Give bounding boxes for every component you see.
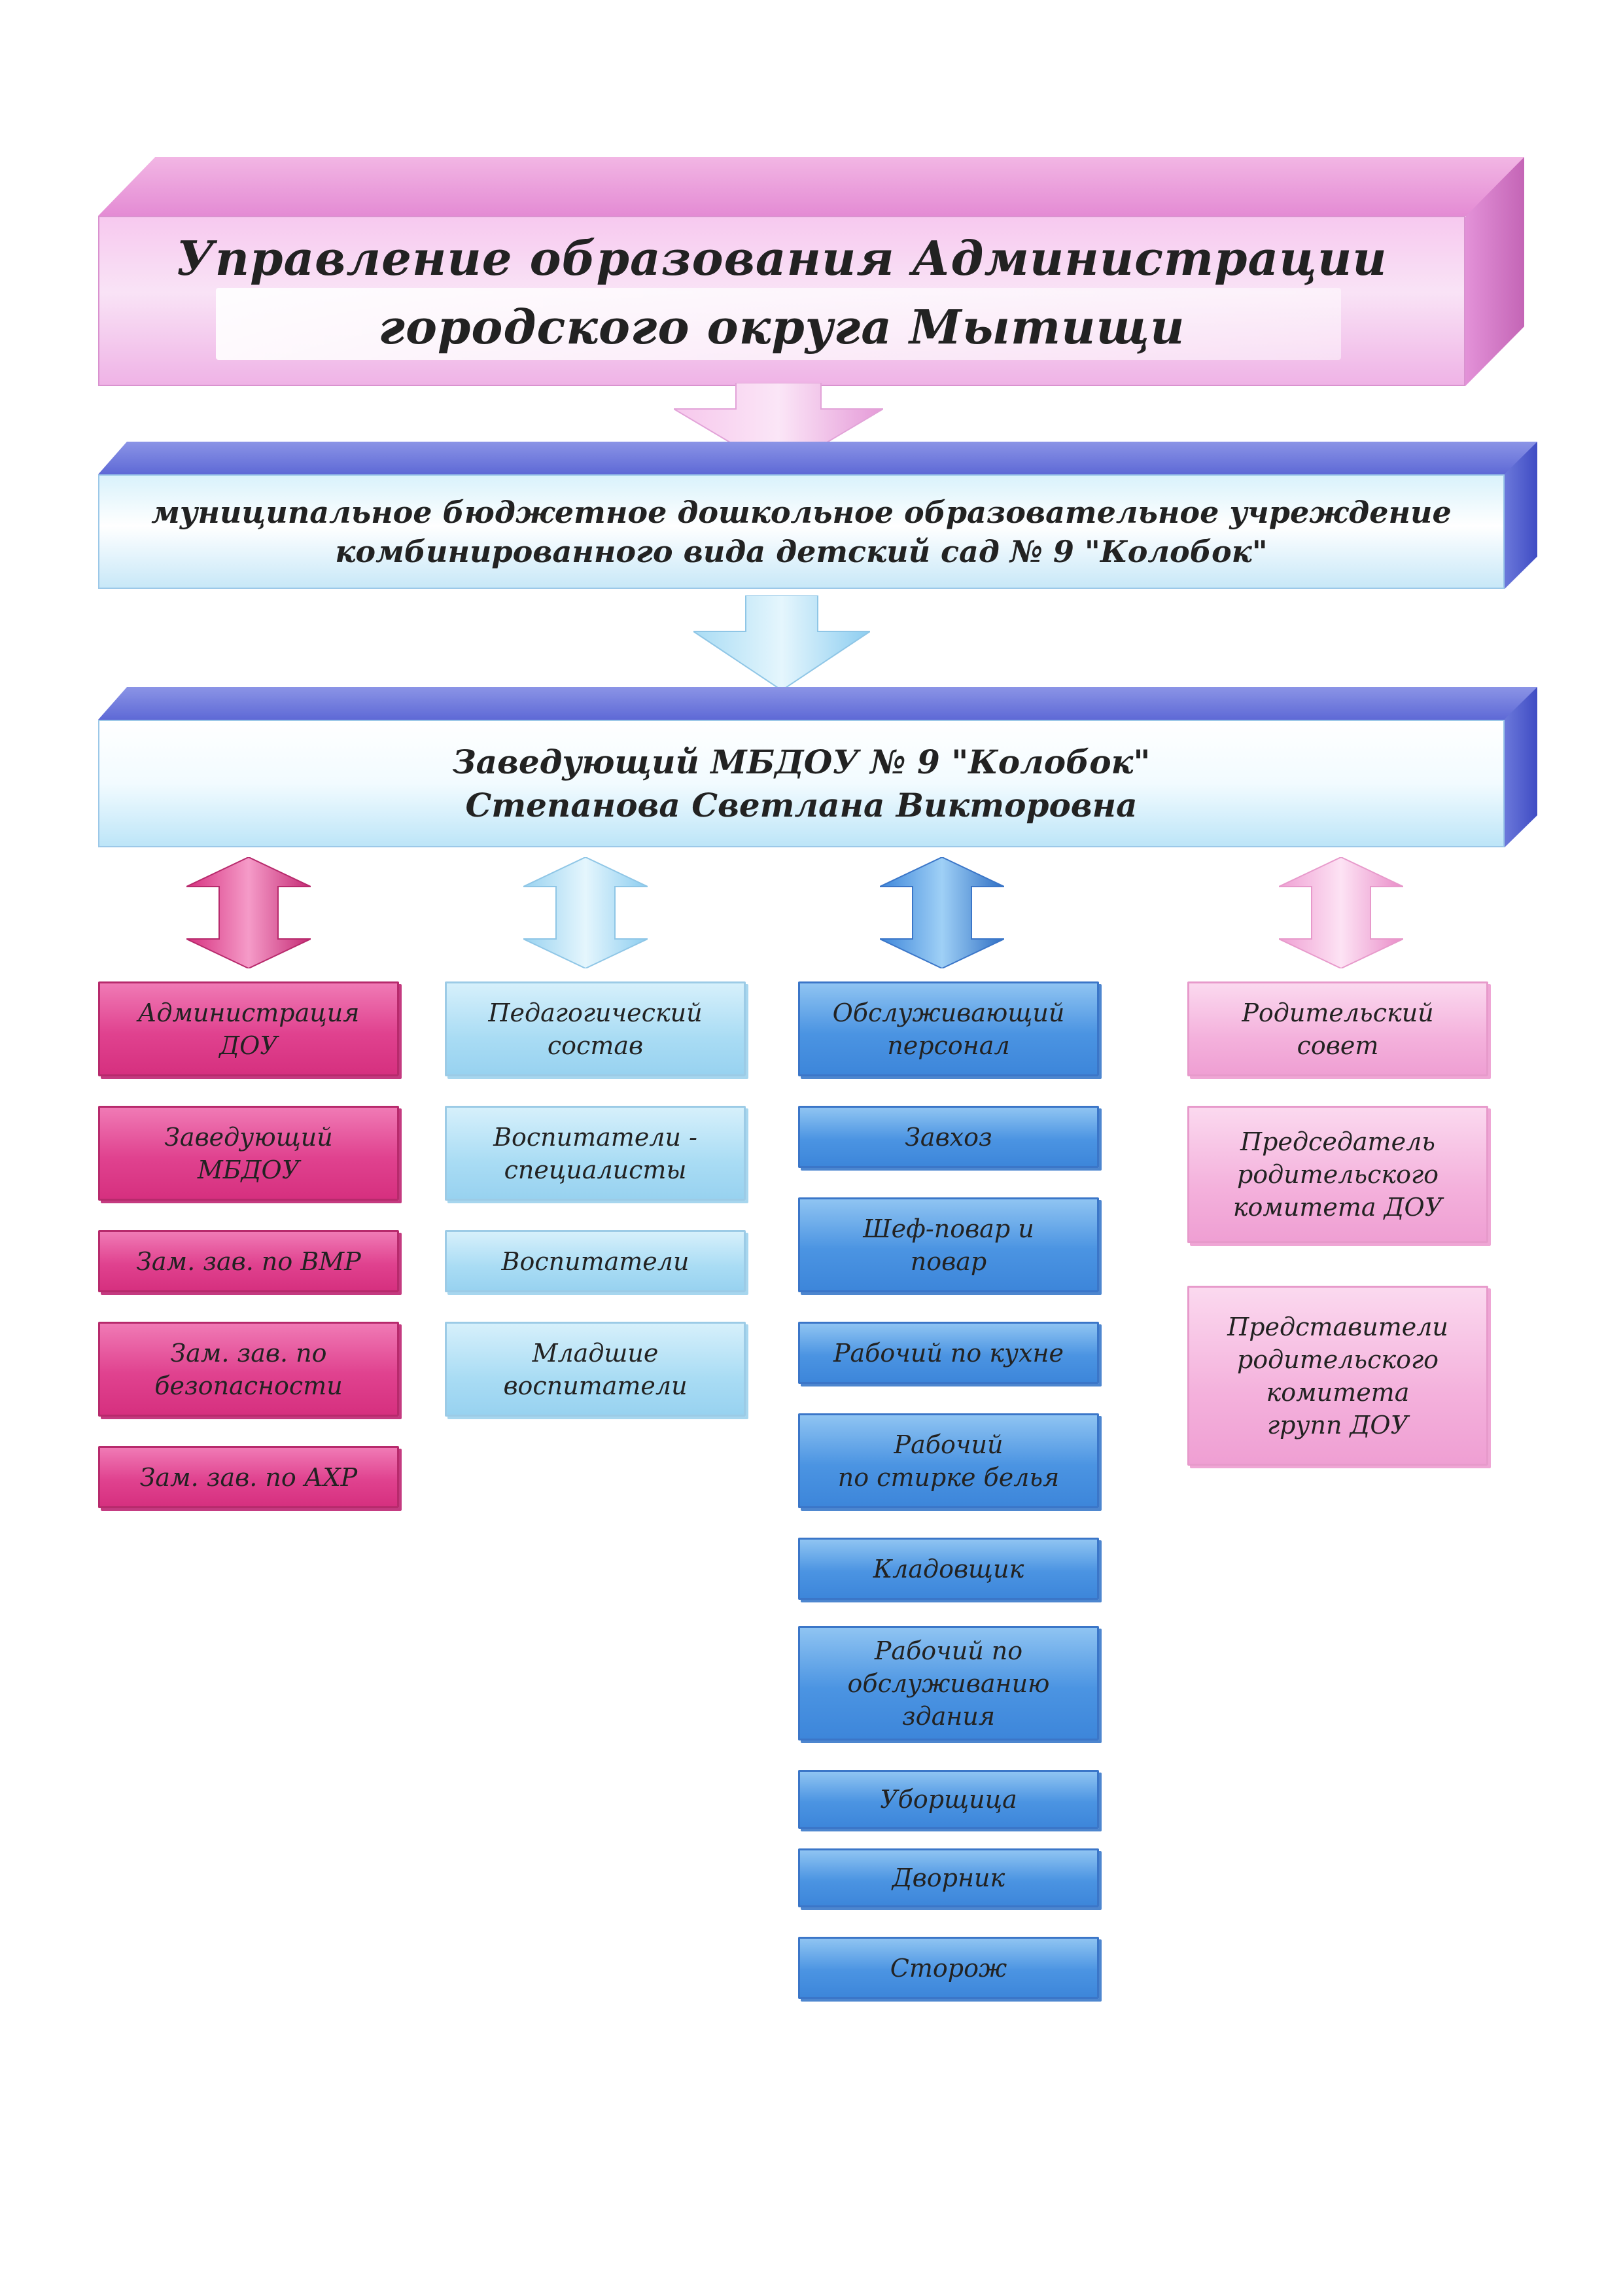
column-4-item-1-line-1: Председатель: [1240, 1127, 1435, 1156]
column-2-item: Воспитатели - специалисты: [445, 1106, 746, 1201]
banner-1-line-2: городского округа Мытищи: [378, 299, 1185, 355]
column-3-item-9-line-1: Сторож: [890, 1953, 1007, 1983]
column-4-item: Представители родительского комитета групп …: [1187, 1286, 1488, 1466]
column-4-item-2-line-1: Представители: [1227, 1312, 1448, 1341]
column-3-item-5-line-1: Кладовщик: [873, 1554, 1024, 1583]
banner-2-line-2: комбинированного вида детский сад № 9 "К…: [335, 533, 1268, 569]
banner-2-institution: муниципальное бюджетное дошкольное образ…: [98, 474, 1505, 589]
banner-3-top-face: [98, 687, 1537, 720]
banner-3-line-1: Заведующий МБДОУ № 9 "Колобок": [452, 742, 1151, 781]
banner-2-top-face: [98, 442, 1537, 474]
column-3-item-7-line-1: Уборщица: [880, 1785, 1017, 1814]
column-3-item-6-line-1: Рабочий по: [874, 1636, 1023, 1665]
column-1-item-2-line-1: Зам. зав. по ВМР: [136, 1246, 361, 1276]
column-2-item: Воспитатели: [445, 1230, 746, 1292]
double-arrow-icon: [880, 857, 1004, 968]
column-1-item-3-line-1: Зам. зав. по: [170, 1338, 327, 1368]
column-2-header-line-1: Педагогический: [488, 998, 703, 1027]
column-3-header-line-1: Обслуживающий: [832, 998, 1065, 1027]
column-1-item-3-line-2: безопасности: [154, 1371, 343, 1400]
column-3-item-2-line-2: повар: [910, 1246, 987, 1276]
column-1-item-4-line-1: Зам. зав. по АХР: [139, 1462, 358, 1492]
column-3-item: Завхоз: [798, 1106, 1099, 1168]
banner-1-highlight: [216, 288, 1341, 360]
column-1-item-1-line-1: Заведующий: [164, 1122, 333, 1152]
column-3-item-6-line-3: здания: [901, 1701, 996, 1731]
column-3-item: Шеф-повар и повар: [798, 1197, 1099, 1292]
column-3-item: Рабочий по обслуживанию здания: [798, 1626, 1099, 1740]
column-4-header-line-1: Родительский: [1242, 998, 1434, 1027]
column-4-header-line-2: совет: [1297, 1031, 1379, 1060]
column-2-item: Младшие воспитатели: [445, 1322, 746, 1417]
column-3-item-2-line-1: Шеф-повар и: [863, 1214, 1034, 1243]
column-2-item-2-line-1: Воспитатели: [501, 1246, 689, 1276]
column-4-item-1-line-3: комитета ДОУ: [1232, 1193, 1443, 1222]
column-2-header: Педагогический состав: [445, 981, 746, 1076]
column-3-item: Кладовщик: [798, 1538, 1099, 1600]
banner-3-line-2: Степанова Светлана Викторовна: [465, 785, 1138, 824]
double-arrow-icon: [1279, 857, 1403, 968]
column-1-header-line-2: ДОУ: [219, 1031, 278, 1060]
column-2-item-3-line-1: Младшие: [532, 1338, 659, 1368]
column-3-item: Рабочий по стирке белья: [798, 1413, 1099, 1508]
column-4-item-2-line-4: групп ДОУ: [1266, 1410, 1409, 1439]
column-3-item-4-line-1: Рабочий: [894, 1430, 1003, 1459]
column-4-item: Председатель родительского комитета ДОУ: [1187, 1106, 1488, 1243]
column-3-item-3-line-1: Рабочий по кухне: [833, 1338, 1064, 1368]
column-4-header: Родительский совет: [1187, 981, 1488, 1076]
column-1-item: Зам. зав. по ВМР: [98, 1230, 399, 1292]
column-1-item: Зам. зав. по безопасности: [98, 1322, 399, 1417]
column-2-header-line-2: состав: [547, 1031, 644, 1060]
column-3-item: Дворник: [798, 1848, 1099, 1907]
column-2-item-3-line-2: воспитатели: [503, 1371, 688, 1400]
column-1-header-line-1: Администрация: [137, 998, 360, 1027]
column-3-item-4-line-2: по стирке белья: [837, 1462, 1060, 1492]
column-4-item-2-line-3: комитета: [1266, 1377, 1410, 1407]
column-3-item: Уборщица: [798, 1770, 1099, 1829]
column-3-item: Сторож: [798, 1937, 1099, 1999]
banner-1-top-face: [98, 157, 1524, 216]
banner-1-line-1: Управление образования Администрации: [176, 230, 1387, 286]
arrow-down-icon: [693, 595, 870, 690]
column-3-item-1-line-1: Завхоз: [905, 1122, 992, 1152]
column-3-item-6-line-2: обслуживанию: [847, 1669, 1050, 1698]
column-4-item-1-line-2: родительского: [1236, 1160, 1439, 1189]
double-arrow-icon: [186, 857, 311, 968]
column-3-header: Обслуживающий персонал: [798, 981, 1099, 1076]
column-1-item-1-line-2: МБДОУ: [197, 1155, 300, 1184]
column-4-item-2-line-2: родительского: [1236, 1345, 1439, 1374]
column-3-header-line-2: персонал: [887, 1031, 1010, 1060]
column-2-item-1-line-1: Воспитатели -: [493, 1122, 697, 1152]
column-3-item: Рабочий по кухне: [798, 1322, 1099, 1384]
double-arrow-icon: [523, 857, 648, 968]
column-2-item-1-line-2: специалисты: [504, 1155, 687, 1184]
banner-2-line-1: муниципальное бюджетное дошкольное образ…: [151, 494, 1452, 530]
column-1-item: Зам. зав. по АХР: [98, 1446, 399, 1508]
arrow-down-icon: [674, 383, 883, 471]
column-3-item-8-line-1: Дворник: [892, 1863, 1005, 1892]
banner-3-head: Заведующий МБДОУ № 9 "Колобок" Степанова…: [98, 720, 1505, 847]
